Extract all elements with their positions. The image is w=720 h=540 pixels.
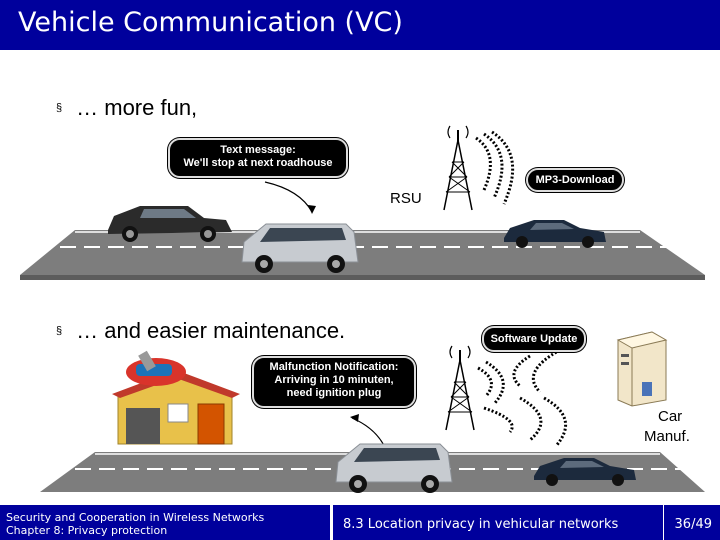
rsu-label: RSU (390, 190, 422, 207)
page-number: 36/49 (674, 517, 712, 532)
footer-center: 8.3 Location privacy in vehicular networ… (333, 505, 663, 540)
malfunction-line-3: need ignition plug (286, 387, 382, 399)
van-car-icon (241, 223, 359, 273)
bullet-text: … more fun, (76, 95, 198, 120)
bullet-more-fun: § … more fun, (56, 95, 197, 121)
malfunction-line-1: Malfunction Notification: (269, 361, 399, 373)
footer-chapter: Chapter 8: Privacy protection (6, 524, 168, 537)
signal-waves-icon (475, 130, 515, 205)
car-manuf-label: Car (658, 408, 682, 425)
malfunction-line-2: Arriving in 10 minuten, (274, 374, 394, 386)
title-bar: Vehicle Communication (VC) (0, 0, 720, 50)
bullet-marker: § (56, 325, 63, 337)
van-car-icon-2 (335, 443, 453, 493)
bubble-line-1: Text message: (220, 144, 296, 156)
bullet-text: … and easier maintenance. (76, 318, 346, 343)
malfunction-bubble: Malfunction Notification: Arriving in 10… (252, 356, 416, 408)
footer-section: 8.3 Location privacy in vehicular networ… (343, 517, 619, 532)
suv-car-icon (108, 206, 232, 242)
slide-title: Vehicle Communication (VC) (18, 7, 403, 38)
sedan-car-icon-2 (534, 458, 636, 486)
mp3-download-bubble: MP3-Download (526, 168, 624, 192)
text-message-bubble: Text message: We'll stop at next roadhou… (168, 138, 348, 178)
footer-page: 36/49 (664, 505, 720, 540)
bullet-marker: § (56, 102, 63, 114)
rsu-tower-icon (443, 125, 473, 211)
mp3-download-label: MP3-Download (535, 174, 615, 186)
car-manuf-line-1: Car (658, 408, 683, 425)
footer-left: Security and Cooperation in Wireless Net… (0, 505, 330, 540)
garage-icon (112, 350, 240, 445)
software-update-label: Software Update (490, 333, 578, 345)
tower-icon-2 (445, 345, 475, 431)
bullet-maintenance: § … and easier maintenance. (56, 318, 345, 344)
car-manuf-label-2: Manuf. (644, 428, 690, 445)
sedan-car-icon (504, 220, 606, 248)
bubble-line-2: We'll stop at next roadhouse (183, 157, 333, 169)
footer-course: Security and Cooperation in Wireless Net… (6, 511, 265, 524)
car-manuf-line-2: Manuf. (644, 428, 690, 445)
server-icon (616, 331, 668, 407)
software-update-bubble: Software Update (482, 326, 586, 352)
